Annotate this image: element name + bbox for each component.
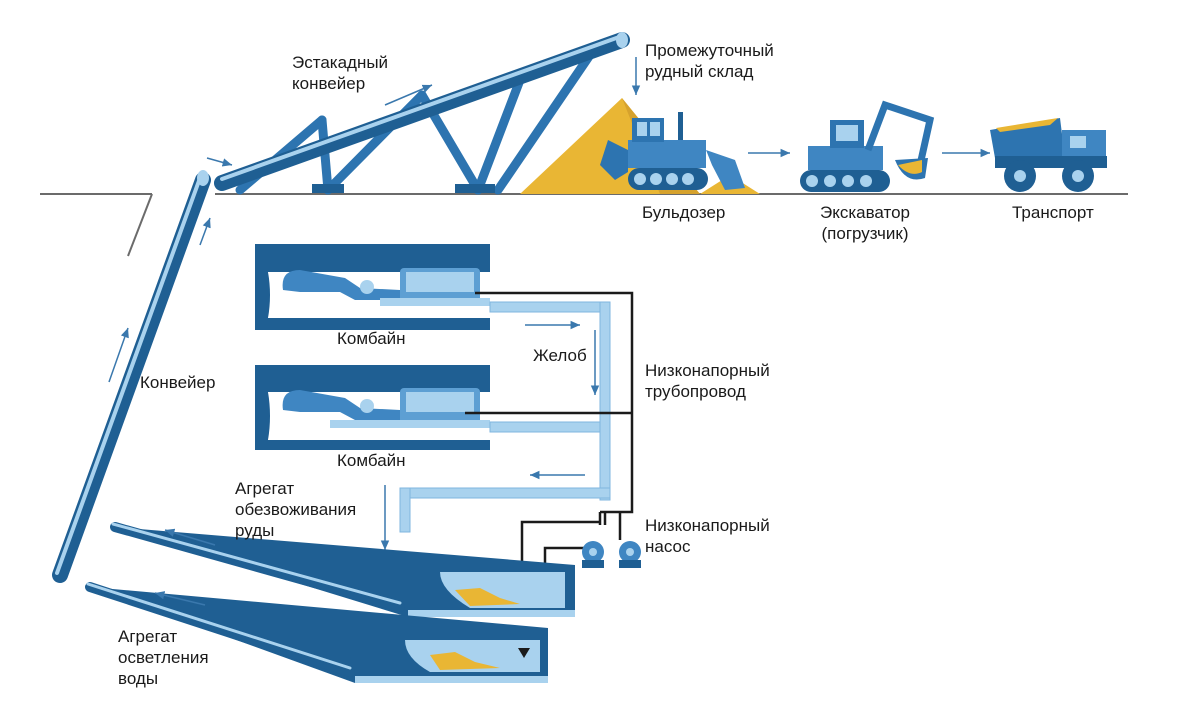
chute-flow-arrows bbox=[380, 320, 600, 550]
pump-icon bbox=[582, 541, 641, 568]
dump-truck-icon bbox=[990, 118, 1107, 192]
water-clarification-unit bbox=[85, 582, 548, 683]
mining-combine-icon bbox=[282, 268, 490, 306]
surface-flow-arrows bbox=[108, 57, 990, 383]
label-combine-1: Комбайн bbox=[337, 329, 406, 348]
mining-combine-icon bbox=[282, 388, 490, 428]
bulldozer-icon bbox=[600, 112, 745, 190]
label-conveyor: Конвейер bbox=[140, 373, 216, 392]
label-bulldozer: Бульдозер bbox=[642, 203, 726, 222]
trestle-conveyor bbox=[214, 32, 630, 195]
label-transport: Транспорт bbox=[1012, 203, 1094, 222]
unit-flow-arrows bbox=[154, 528, 216, 606]
label-chute: Желоб bbox=[533, 346, 587, 365]
inclined-conveyor bbox=[52, 170, 211, 583]
label-excavator: Экскаватор(погрузчик) bbox=[819, 203, 911, 243]
ground-line bbox=[40, 193, 1128, 257]
label-combine-2: Комбайн bbox=[337, 451, 406, 470]
excavator-icon bbox=[800, 100, 935, 192]
ore-dewatering-unit bbox=[110, 522, 575, 617]
chute bbox=[399, 301, 611, 533]
